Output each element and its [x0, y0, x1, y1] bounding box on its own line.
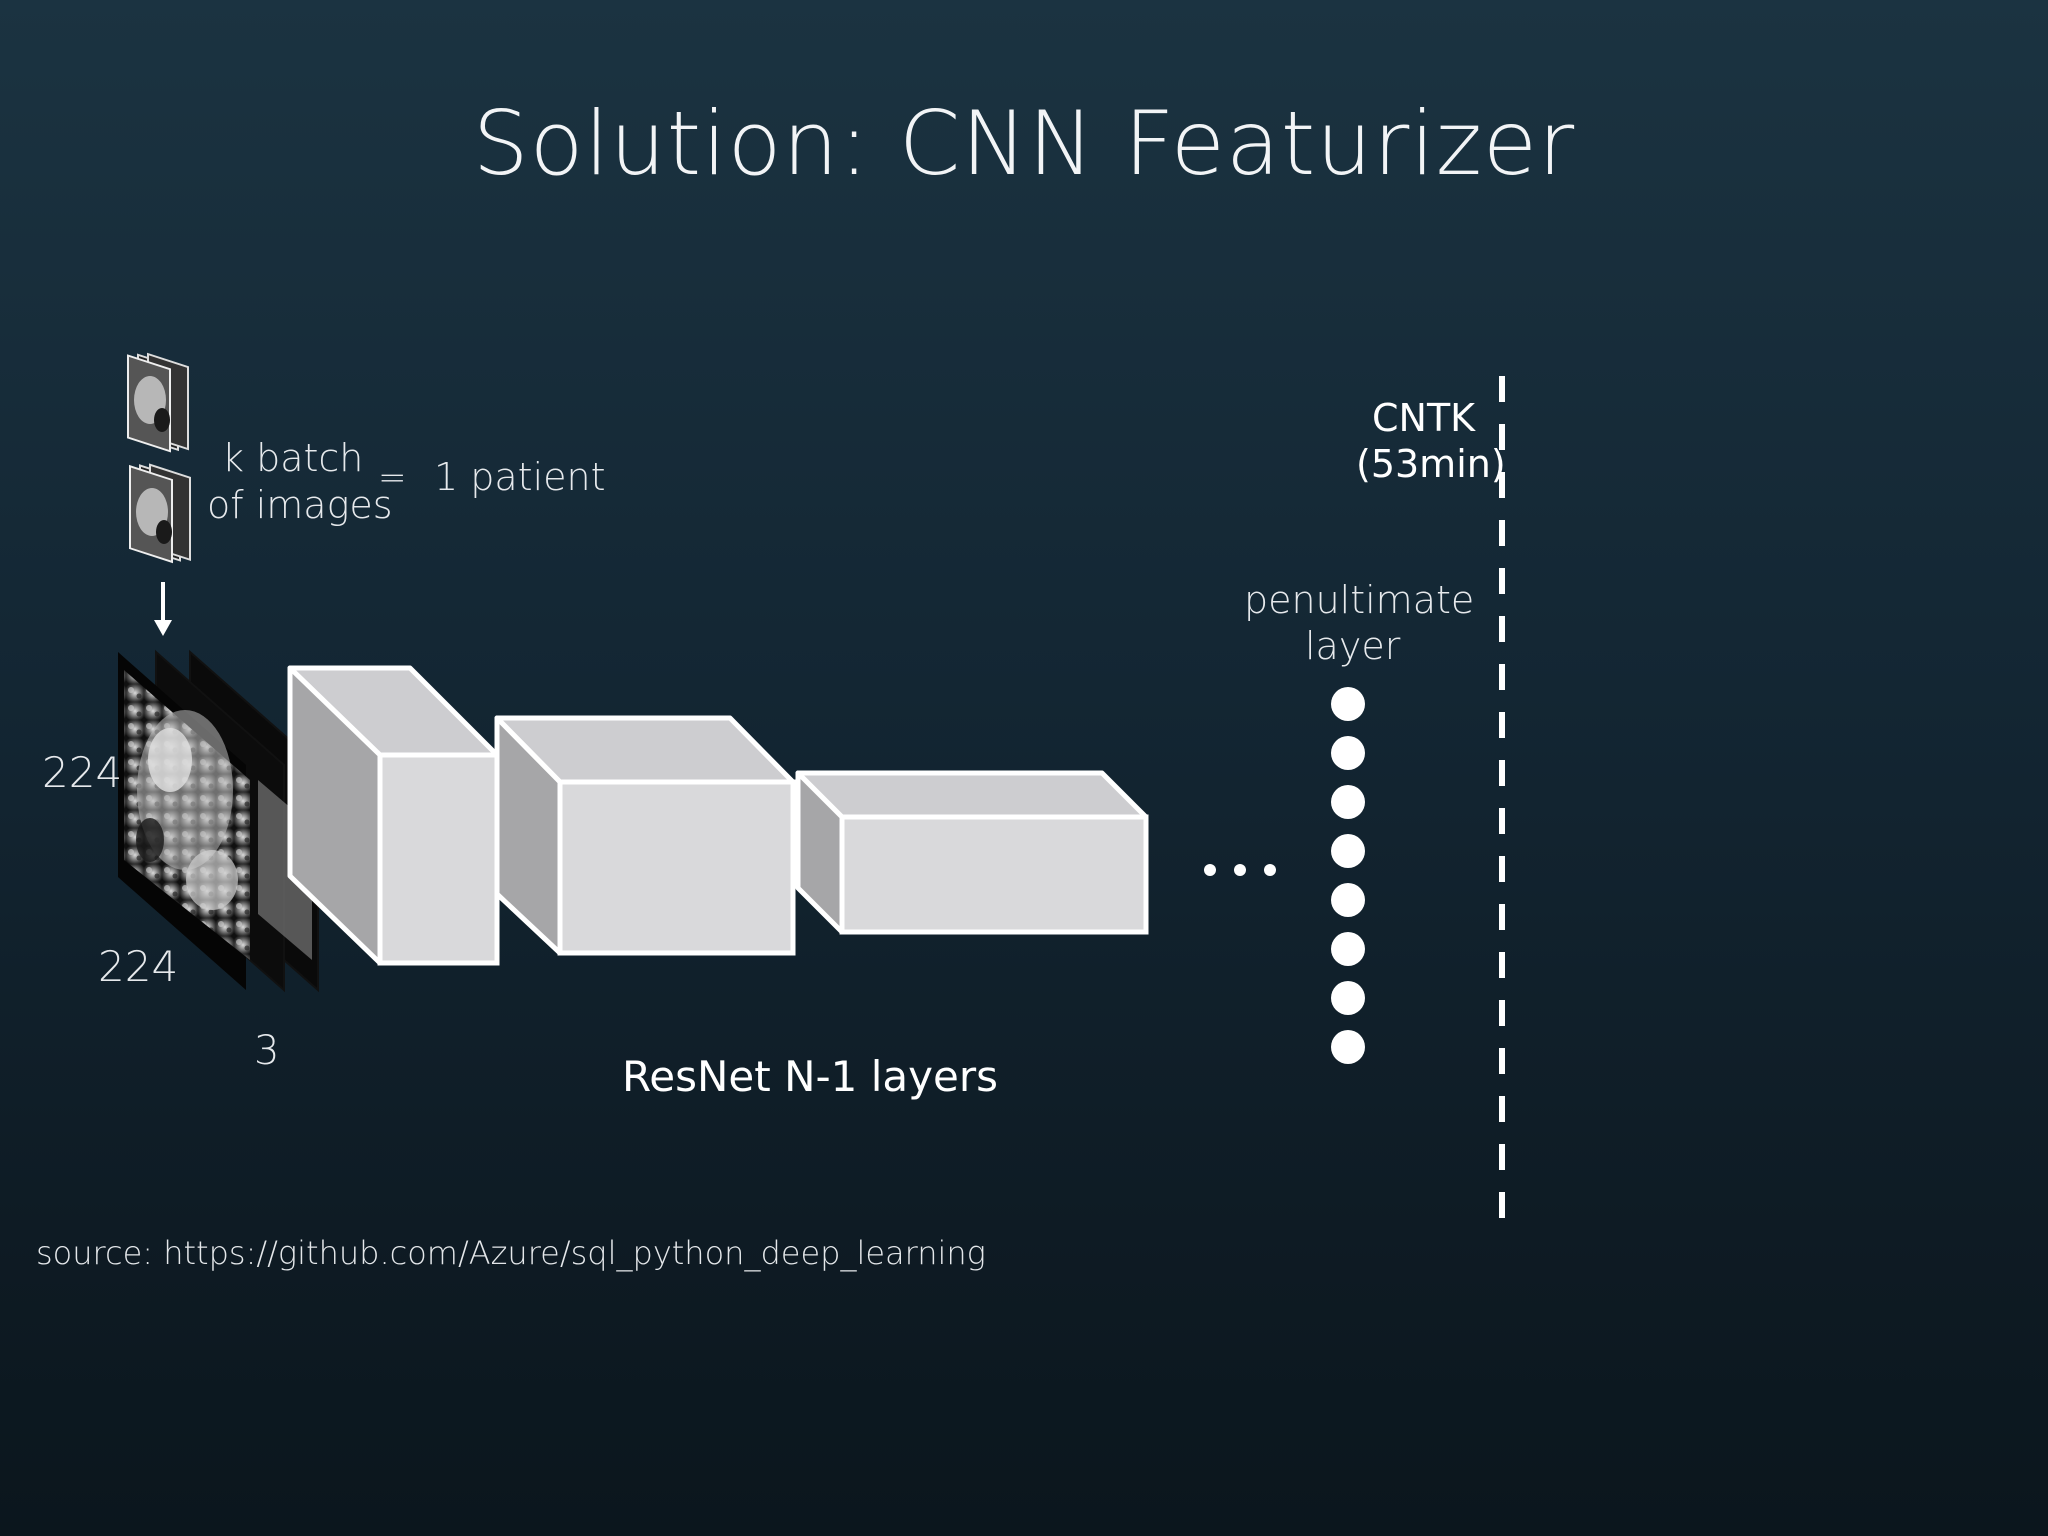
penultimate-label-line1: penultimate — [1244, 578, 1475, 622]
slide-title: Solution: CNN Featurizer — [472, 92, 1576, 195]
penultimate-label-line2: layer — [1305, 624, 1401, 668]
patient-label: 1 patient — [434, 455, 606, 499]
ellipsis-dots — [1204, 864, 1276, 876]
penultimate-node — [1331, 1030, 1365, 1064]
batch-label-line1: k batch — [222, 436, 364, 480]
penultimate-node — [1331, 736, 1365, 770]
penultimate-node — [1331, 687, 1365, 721]
penultimate-node — [1331, 932, 1365, 966]
resnet-block-1 — [287, 665, 500, 966]
ellipsis-dot — [1264, 864, 1276, 876]
resnet-block-3 — [795, 770, 1149, 935]
dim-height-label: 224 — [42, 748, 123, 797]
source-citation: source: https://github.com/Azure/sql_pyt… — [36, 1234, 986, 1272]
ellipsis-dot — [1204, 864, 1216, 876]
penultimate-node — [1331, 981, 1365, 1015]
penultimate-node — [1331, 883, 1365, 917]
dim-channels-label: 3 — [254, 1028, 280, 1074]
ellipsis-dot — [1234, 864, 1246, 876]
arrow-down-icon — [154, 582, 172, 636]
framework-time: (53min) — [1356, 442, 1506, 486]
equals-sign: = — [378, 458, 407, 498]
network-label: ResNet N-1 layers — [622, 1052, 998, 1101]
penultimate-node — [1331, 834, 1365, 868]
penultimate-layer-nodes — [1331, 687, 1365, 1064]
thumbnail-stack-top — [127, 352, 189, 453]
resnet-block-2 — [494, 715, 796, 956]
penultimate-node — [1331, 785, 1365, 819]
dim-width-label: 224 — [98, 942, 179, 991]
framework-name: CNTK — [1372, 396, 1476, 440]
thumbnail-stack-bottom — [129, 463, 191, 564]
batch-label-line2: of images — [207, 483, 393, 527]
